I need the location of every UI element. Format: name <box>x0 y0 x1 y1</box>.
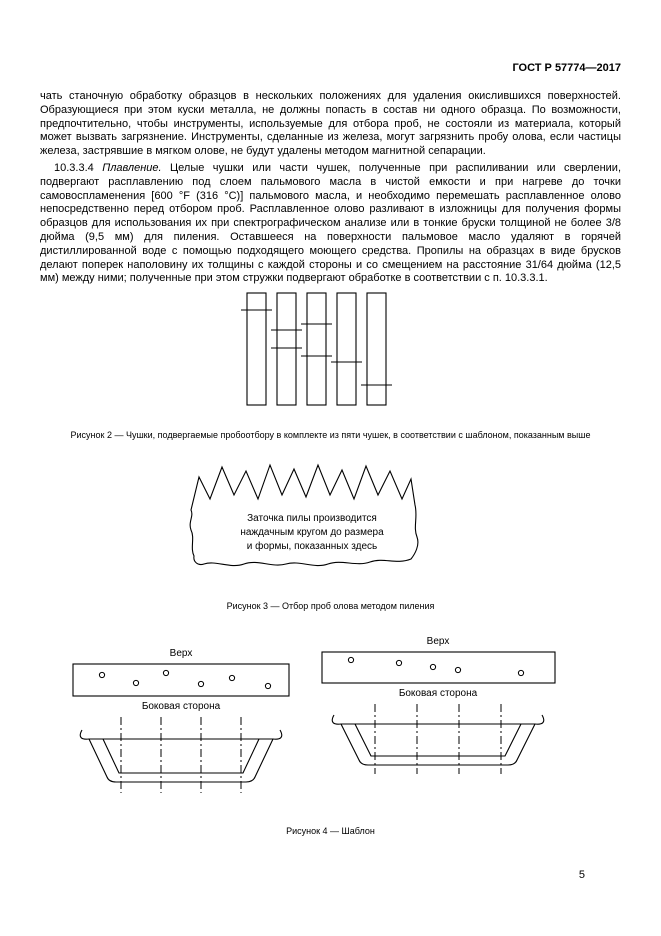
ingot-bar <box>245 292 267 406</box>
figure3-caption: Рисунок 3 — Отбор проб олова методом пил… <box>226 600 435 611</box>
mold-rim <box>79 729 283 740</box>
hole <box>197 681 205 688</box>
figure3: Заточка пилы производится наждачным круг… <box>40 455 621 580</box>
mold-inner <box>354 723 522 757</box>
body-text: чать станочную обработку образцов в неск… <box>40 90 621 286</box>
template-plate <box>72 663 290 697</box>
figure4-caption: Рисунок 4 — Шаблон <box>286 826 375 837</box>
mold-inner <box>102 738 260 774</box>
saw-note-line2: наждачным кругом до размера <box>240 527 384 538</box>
template-plate <box>320 651 556 684</box>
figure2 <box>40 290 621 413</box>
figure3-drawing: Заточка пилы производится наждачным круг… <box>189 463 419 566</box>
clause-text: Целые чушки или части чушек, полученные … <box>40 161 621 285</box>
hole <box>429 664 436 671</box>
ingot-bar <box>275 292 297 406</box>
hole <box>264 683 272 690</box>
side-view-label: Боковая сторона <box>141 701 221 713</box>
figure2-drawing <box>240 292 392 406</box>
top-view-label: Верх <box>169 648 193 660</box>
left-plan-view <box>72 663 290 697</box>
saw-fragment-outline <box>189 463 419 566</box>
hole <box>347 657 354 664</box>
paragraph-melting: 10.3.3.4 Плавление. Целые чушки или част… <box>40 162 621 286</box>
saw-note-line3: и формы, показанных здесь <box>247 540 377 552</box>
hole <box>395 660 402 667</box>
paragraph-continued: чать станочную обработку образцов в неск… <box>40 90 621 158</box>
ingot-bar <box>335 292 357 406</box>
right-side-view <box>331 704 545 775</box>
right-plan-view <box>320 651 556 684</box>
ingot-bar <box>365 292 387 406</box>
hole <box>517 670 524 677</box>
ingot-bar <box>305 292 327 406</box>
figure4-left-template: Верх Боковая сторона <box>70 648 292 794</box>
mold-outer <box>88 738 274 783</box>
top-view-label: Верх <box>426 636 450 648</box>
side-view-label: Боковая сторона <box>398 688 478 700</box>
figure2-caption: Рисунок 2 — Чушки, подвергаемые пробоотб… <box>70 430 591 441</box>
saw-note-line1: Заточка пилы производится <box>247 513 377 524</box>
page-number: 5 <box>578 869 585 881</box>
hole <box>228 675 236 682</box>
hole <box>98 672 106 679</box>
mold-outer <box>340 723 536 766</box>
clause-term: Плавление. <box>102 161 162 174</box>
left-side-view <box>79 717 283 794</box>
hole <box>132 680 140 687</box>
doc-number: ГОСТ Р 57774—2017 <box>512 62 621 74</box>
hole <box>454 667 461 674</box>
hole <box>162 670 170 677</box>
figure4-right-template: Верх Боковая сторона <box>318 636 558 775</box>
mold-rim <box>331 714 545 725</box>
figure4: Верх Боковая сторона Ве <box>40 636 621 822</box>
clause-number: 10.3.3.4 <box>54 161 94 174</box>
